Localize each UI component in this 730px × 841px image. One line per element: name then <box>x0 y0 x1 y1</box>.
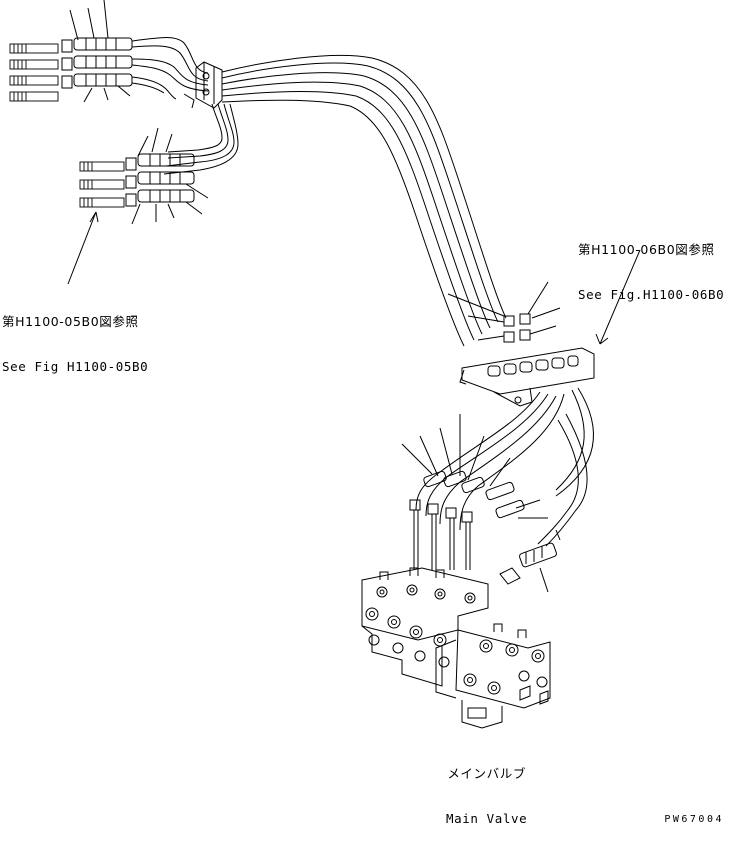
mid-hose-fittings <box>401 414 561 593</box>
reference-right-jp: 第H1100-06B0図参照 <box>578 242 715 257</box>
lower-left-hoses <box>163 103 239 175</box>
hose-bracket-right <box>447 249 641 407</box>
main-valve-body <box>361 567 551 729</box>
upper-left-hose-fittings <box>9 0 209 103</box>
reference-right: 第H1100-06B0図参照 See Fig.H1100-06B0 <box>578 212 724 317</box>
drawing-code: PW67004 <box>664 814 724 825</box>
reference-left-jp: 第H1100-05B0図参照 <box>2 314 139 329</box>
reference-left-en: See Fig H1100-05B0 <box>2 359 149 374</box>
reference-left: 第H1100-05B0図参照 See Fig H1100-05B0 <box>2 284 148 389</box>
lower-hoses <box>415 387 595 547</box>
main-valve-label: メインバルブ Main Valve <box>446 736 527 841</box>
hose-clamp-upper <box>183 61 223 109</box>
middle-left-hose-fittings <box>67 127 209 285</box>
main-hose-bundle <box>221 54 507 347</box>
reference-right-en: See Fig.H1100-06B0 <box>578 287 725 302</box>
main-valve-label-en: Main Valve <box>446 811 528 826</box>
main-valve-label-jp: メインバルブ <box>447 766 526 781</box>
